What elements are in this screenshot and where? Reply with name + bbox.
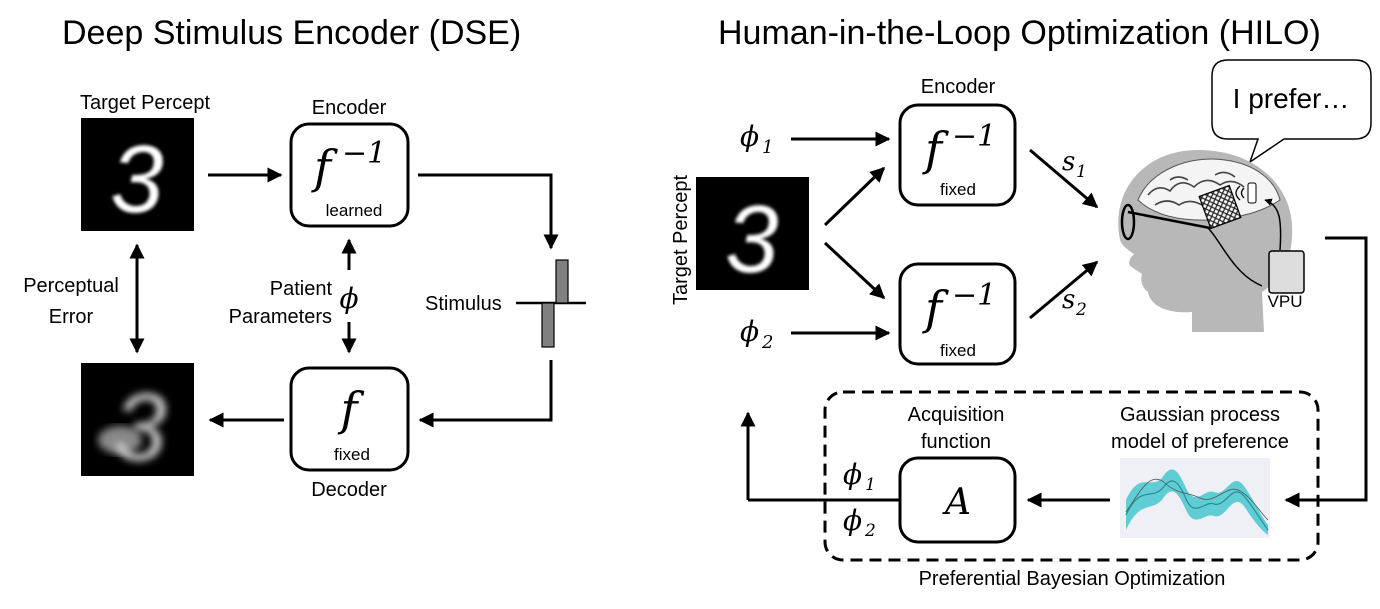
hilo-s2: s [1062, 285, 1075, 315]
gp-plot-icon [1120, 458, 1270, 538]
hilo-encoder2-box [898, 262, 1017, 366]
dse-target-percept-image: 3 [81, 118, 194, 233]
dse-target-percept-label: Target Percept [80, 92, 211, 114]
speech-text: I prefer… [1233, 83, 1350, 114]
vpu-label: VPU [1268, 292, 1303, 311]
hilo-phi1: ϕ [740, 120, 759, 153]
hilo-phi2: ϕ [740, 315, 759, 348]
dse-encoder-box [289, 122, 410, 228]
perceptual-error-line2: Error [49, 306, 94, 328]
pbo-phi2: ϕ [843, 504, 862, 537]
dse-title: Deep Stimulus Encoder (DSE) [62, 14, 521, 52]
hilo-encoder-label: Encoder [921, 76, 996, 98]
pbo-dashed-box [823, 390, 1320, 562]
arrow-s2-to-head [1029, 260, 1099, 320]
dse-phi: ϕ [339, 282, 358, 315]
glasses-icon [1120, 203, 1136, 241]
dse-decoder-label: Decoder [311, 479, 387, 501]
patient-parameters-line1: Patient [270, 278, 333, 300]
dse-decoder-box [289, 366, 410, 472]
hilo-target-percept-label: Target Percept [670, 175, 692, 306]
implant-antenna [1247, 182, 1257, 204]
pbo-phi1: ϕ [843, 458, 862, 491]
pbo-phi2-sub: 2 [864, 521, 876, 541]
hilo-encoder2-sup: −1 [952, 278, 996, 313]
dse-decoder-sub: fixed [334, 445, 370, 464]
arrow-s1-to-head [1029, 148, 1099, 209]
dse-encoder-sub: learned [326, 201, 383, 220]
gp-label-line1: Gaussian process [1120, 404, 1280, 426]
hilo-s2-sub: 2 [1075, 300, 1087, 320]
acq-label-line1: Acquisition [908, 404, 1005, 426]
hilo-s1: s [1062, 147, 1075, 177]
hilo-encoder1-box [898, 103, 1017, 207]
arrow-encoder-to-stimulus [418, 173, 559, 250]
gp-label-line2: model of preference [1111, 431, 1289, 453]
hilo-target-digit: 3 [725, 186, 778, 293]
dse-target-digit: 3 [110, 126, 163, 233]
pbo-label: Preferential Bayesian Optimization [919, 568, 1226, 590]
dse-reconstructed-percept-image: 3 [81, 363, 194, 481]
hilo-s1-sub: 1 [1076, 162, 1087, 182]
perceptual-error-line1: Perceptual [23, 275, 119, 297]
hilo-target-percept-image: 3 [696, 177, 809, 293]
vpu-device-icon: VPU [1268, 250, 1305, 311]
speech-bubble-icon: I prefer… [1211, 59, 1372, 164]
hilo-phi1-sub: 1 [762, 137, 773, 158]
acq-label-line2: function [921, 431, 991, 453]
hilo-encoder2-sub: fixed [940, 341, 976, 360]
hilo-encoder1-sub: fixed [940, 180, 976, 199]
pbo-phi1-sub: 1 [865, 475, 876, 495]
dse-encoder-label: Encoder [312, 97, 387, 119]
acq-func: A [942, 482, 971, 523]
hilo-phi2-sub: 2 [761, 332, 773, 353]
patient-parameters-line2: Parameters [229, 306, 332, 328]
hilo-encoder1-sup: −1 [952, 119, 996, 154]
stimulus-label: Stimulus [425, 293, 502, 315]
dse-reconstructed-digit: 3 [113, 374, 166, 481]
human-head-icon [1118, 150, 1293, 332]
arrow-target-to-encoder1 [823, 166, 886, 227]
dse-encoder-sup: −1 [342, 136, 386, 171]
implant-chip [1198, 184, 1242, 230]
hilo-title: Human-in-the-Loop Optimization (HILO) [718, 14, 1321, 52]
stimulus-bars-icon [516, 259, 586, 348]
arrow-stimulus-to-decoder [418, 360, 553, 428]
arrow-target-to-encoder2 [823, 241, 886, 300]
arrow-head-to-gp [1284, 236, 1368, 508]
